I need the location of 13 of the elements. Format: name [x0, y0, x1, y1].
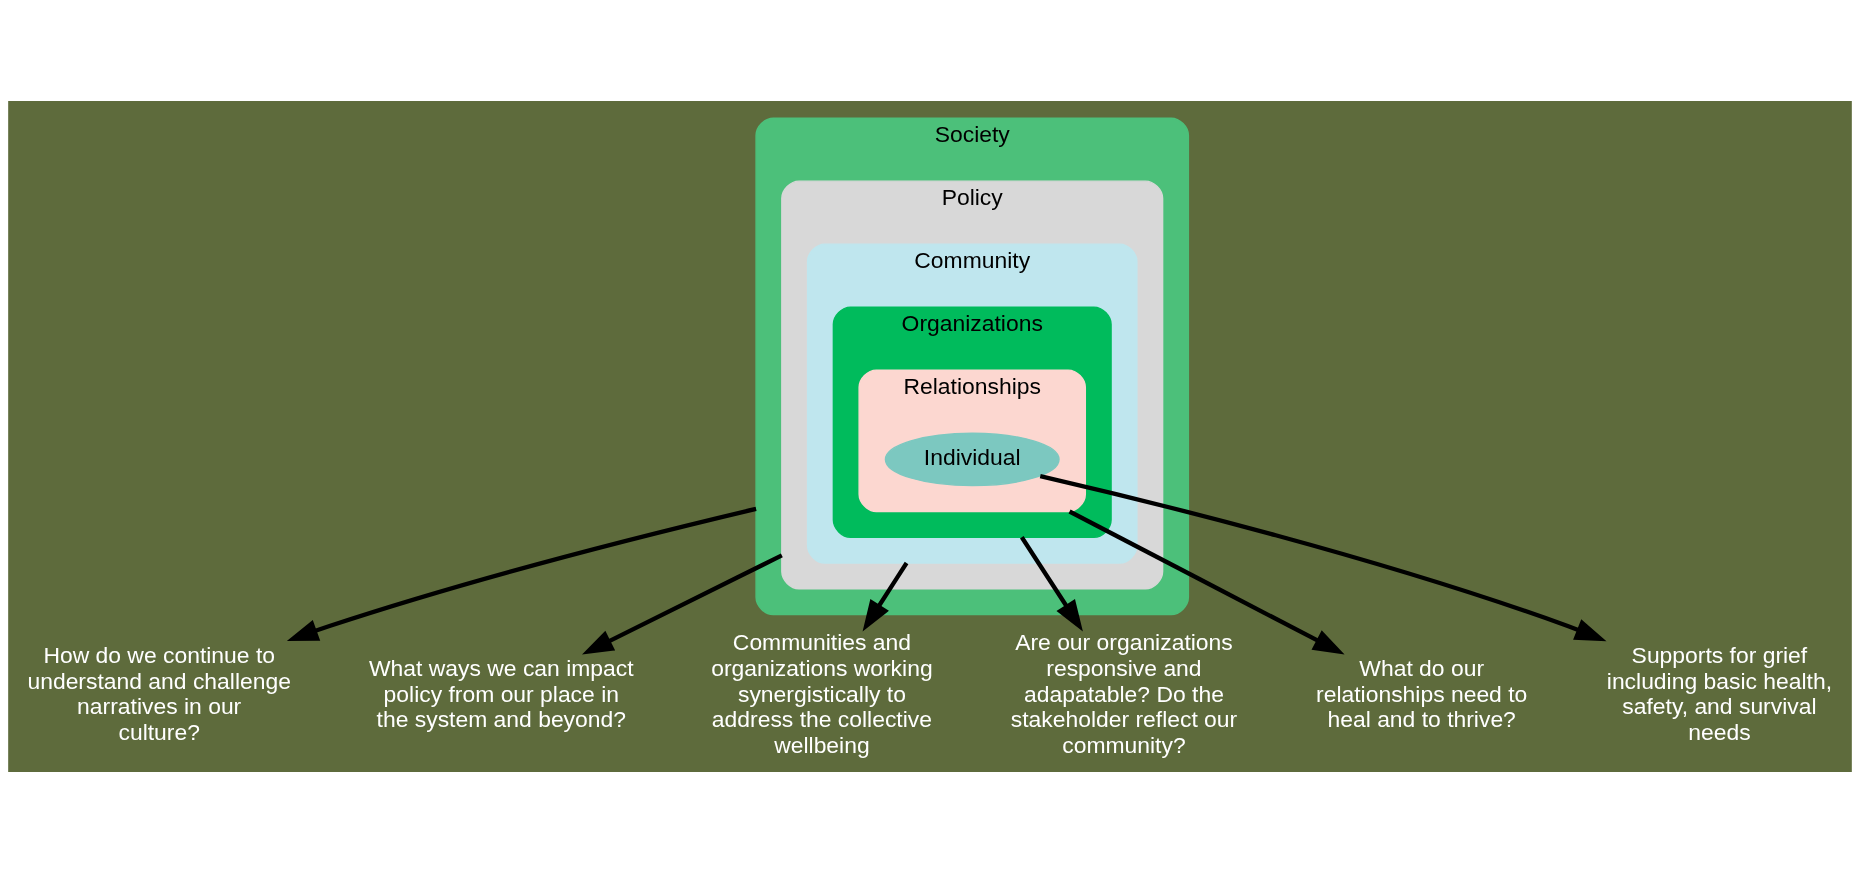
arrow	[1068, 509, 1345, 655]
node-ellipse: Individual	[884, 432, 1060, 487]
arrow	[582, 553, 783, 655]
node-text: How do we continue to understand and challenge narratives in our culture?	[27, 641, 291, 746]
arrow	[1020, 536, 1083, 632]
node-text: Communities and organizations working synergistically to address the collective wellbeing	[711, 629, 933, 759]
arrow	[286, 506, 757, 642]
node-text: What do our relationships need to heal and to thrive?	[1316, 654, 1528, 733]
node-text: Supports for grief including basic health, safety, and survival needs	[1606, 641, 1833, 746]
arrow	[862, 561, 909, 632]
node-text: What ways we can impact policy from our place in the system and beyond?	[368, 654, 634, 733]
node-text: Are our organizations responsive and adapatable? Do the stakeholder reflect our community?	[1010, 629, 1238, 759]
arrow	[1039, 474, 1607, 642]
